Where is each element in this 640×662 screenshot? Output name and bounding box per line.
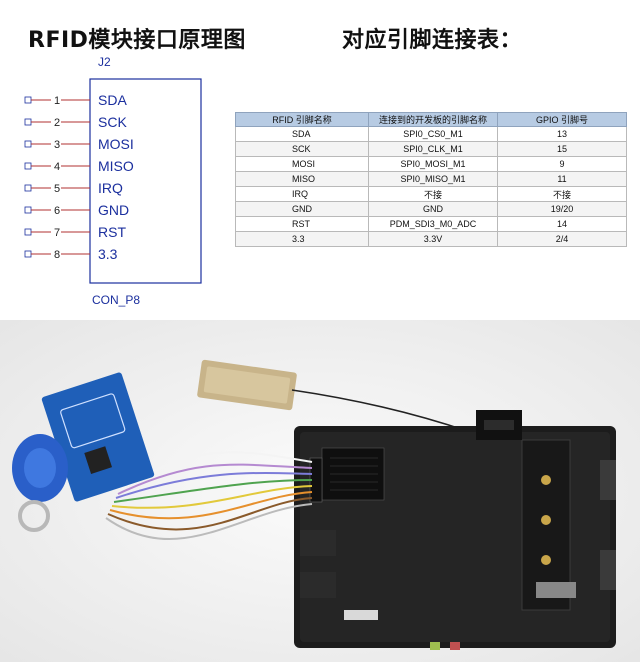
- jumper-wires: [105, 451, 313, 541]
- connector-schematic: J2 CON_P8 1 SDA 2 SCK 3 MOSI 4 MISO 5 IRQ 6 GND 7 RST…: [24, 55, 202, 307]
- table-cell-rfid-pin: SDA: [235, 126, 369, 142]
- pin-number-background: [51, 226, 61, 238]
- pin-number: 2: [54, 117, 60, 129]
- table-cell-rfid-pin: MISO: [235, 171, 369, 187]
- pin-label: 3.3: [98, 246, 118, 262]
- table-cell-gpio: 13: [497, 126, 627, 142]
- hardware-photo: [0, 320, 640, 662]
- rfid-keyfob: [12, 434, 68, 532]
- table-header-rfid-pin: RFID 引脚名称: [235, 112, 369, 127]
- table-title: 对应引脚连接表：: [342, 28, 523, 53]
- table-cell-rfid-pin: IRQ: [235, 186, 369, 202]
- table-cell-rfid-pin: SCK: [235, 141, 369, 157]
- schematic-title: RFID模块接口原理图: [28, 28, 246, 53]
- table-cell-board-pin: GND: [368, 201, 498, 217]
- table-cell-board-pin: SPI0_CS0_M1: [368, 126, 498, 142]
- table-cell-board-pin: 不接: [368, 186, 498, 202]
- pin-number-background: [51, 182, 61, 194]
- pin-label: IRQ: [98, 180, 123, 196]
- table-cell-rfid-pin: GND: [235, 201, 369, 217]
- pin-terminal: [24, 118, 32, 126]
- connector-pins: 1 SDA 2 SCK 3 MOSI 4 MISO 5 IRQ 6 GND 7 RST 8 3.3: [24, 92, 134, 262]
- pin-number: 7: [54, 227, 60, 239]
- pin-number-background: [51, 116, 61, 128]
- table-cell-board-pin: PDM_SDI3_M0_ADC: [368, 216, 498, 232]
- table-cell-board-pin: 3.3V: [368, 231, 498, 247]
- pin-number: 3: [54, 139, 60, 151]
- pin-label: GND: [98, 202, 129, 218]
- table-cell-gpio: 15: [497, 141, 627, 157]
- pin-label: MISO: [98, 158, 134, 174]
- pin-label: SCK: [98, 114, 127, 130]
- table-header-gpio: GPIO 引脚号: [497, 112, 627, 127]
- pin-number: 5: [54, 183, 60, 195]
- table-cell-board-pin: SPI0_CLK_M1: [368, 141, 498, 157]
- pin-terminal: [24, 162, 32, 170]
- pin-number: 6: [54, 205, 60, 217]
- pin-number: 8: [54, 249, 60, 261]
- pin-number: 1: [54, 95, 60, 107]
- table-cell-gpio: 9: [497, 156, 627, 172]
- pin-label: SDA: [98, 92, 127, 108]
- table-cell-gpio: 14: [497, 216, 627, 232]
- connector-designator: J2: [98, 55, 111, 69]
- table-cell-rfid-pin: RST: [235, 216, 369, 232]
- pin-number-background: [51, 94, 61, 106]
- pin-label: MOSI: [98, 136, 134, 152]
- table-cell-gpio: 11: [497, 171, 627, 187]
- table-header-board-pin: 连接到的开发板的引脚名称: [368, 112, 498, 127]
- pin-terminal: [24, 140, 32, 148]
- rfid-module: [41, 372, 155, 502]
- connector-body: [89, 78, 202, 284]
- pin-label: RST: [98, 224, 126, 240]
- table-cell-gpio: 不接: [497, 186, 627, 202]
- pin-number: 4: [54, 161, 60, 173]
- pin-number-background: [51, 138, 61, 150]
- table-cell-rfid-pin: 3.3: [235, 231, 369, 247]
- antenna: [197, 359, 471, 433]
- table-header-row: RFID 引脚名称 连接到的开发板的引脚名称 GPIO 引脚号: [235, 112, 627, 127]
- table-cell-gpio: 2/4: [497, 231, 627, 247]
- table-cell-rfid-pin: MOSI: [235, 156, 369, 172]
- pin-number-background: [51, 248, 61, 260]
- pin-number-background: [51, 160, 61, 172]
- table-cell-gpio: 19/20: [497, 201, 627, 217]
- pin-terminal: [24, 228, 32, 236]
- pin-terminal: [24, 184, 32, 192]
- table-cell-board-pin: SPI0_MOSI_M1: [368, 156, 498, 172]
- connector-part-name: CON_P8: [92, 293, 140, 307]
- pin-terminal: [24, 96, 32, 104]
- pin-terminal: [24, 206, 32, 214]
- pin-number-background: [51, 204, 61, 216]
- development-board: [294, 410, 616, 650]
- pin-terminal: [24, 250, 32, 258]
- table-cell-board-pin: SPI0_MISO_M1: [368, 171, 498, 187]
